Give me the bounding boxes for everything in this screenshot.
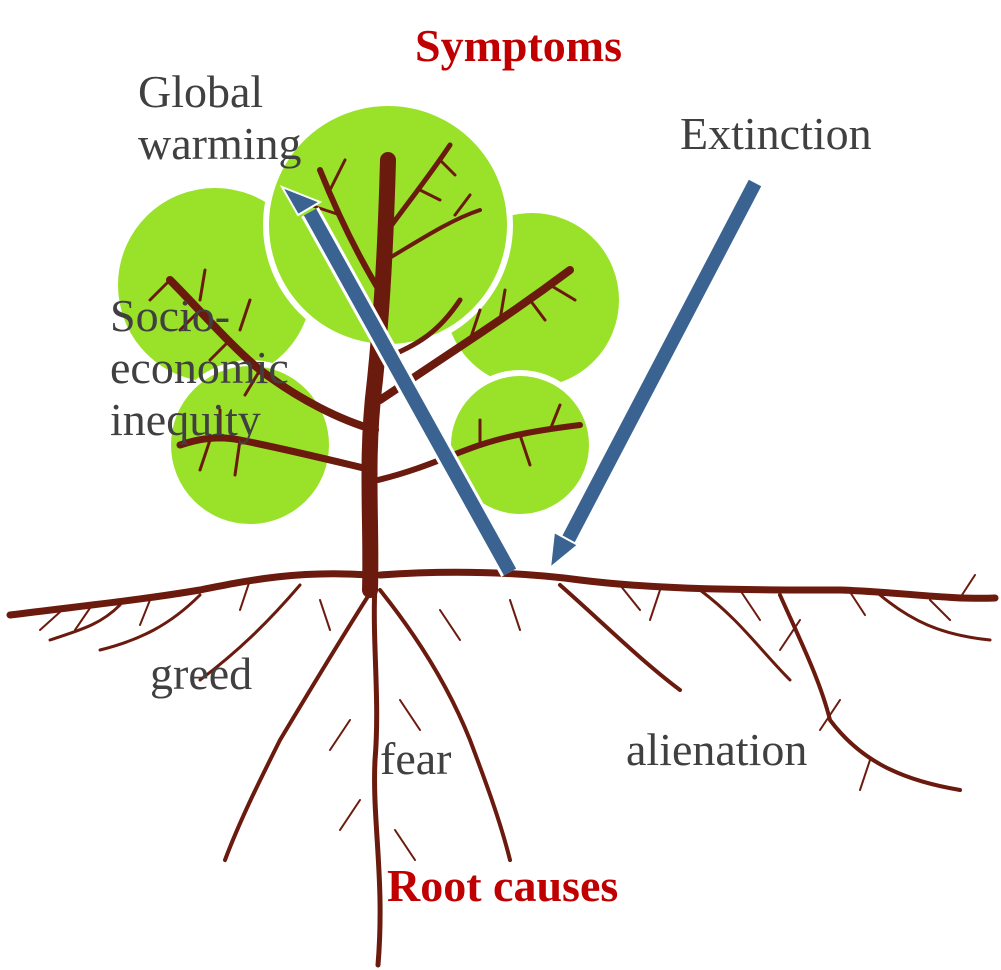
canopy [112, 100, 625, 530]
root-causes-heading: Root causes [387, 860, 619, 911]
label-global-warming-line2: warming [138, 118, 302, 169]
roots [6, 568, 999, 968]
label-socio-line3: inequity [110, 394, 261, 445]
label-extinction: Extinction [680, 108, 872, 159]
label-global-warming: Global warming [138, 66, 302, 170]
label-alienation: alienation [626, 724, 808, 775]
symptoms-heading: Symptoms [415, 20, 623, 71]
label-global-warming-line1: Global [138, 66, 264, 117]
label-socio-line1: Socio- [110, 290, 231, 341]
label-socio-economic-inequity: Socio- economic inequity [110, 290, 289, 446]
label-fear: fear [380, 733, 452, 784]
arrow-up-icon [279, 185, 519, 577]
arrow-down-icon [548, 178, 764, 571]
label-greed: greed [150, 648, 253, 699]
label-socio-line2: economic [110, 342, 289, 393]
